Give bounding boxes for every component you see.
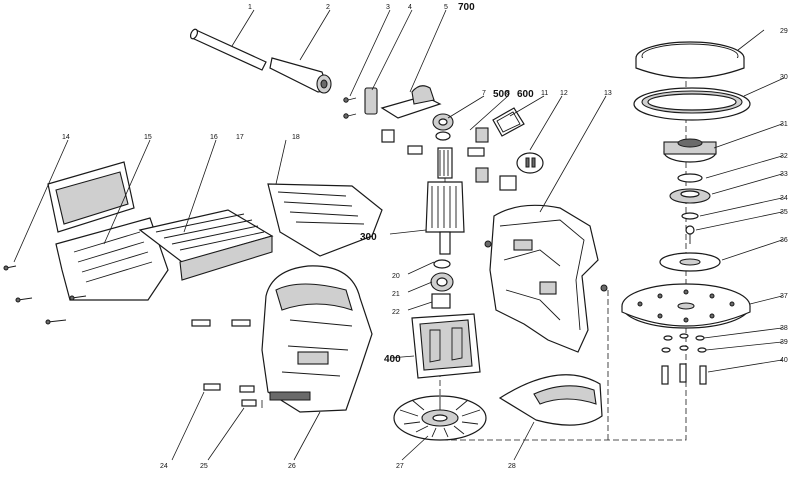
part-2-dust-tube: [269, 57, 332, 94]
label-22: 22: [392, 309, 400, 316]
label-400: 400: [384, 354, 401, 365]
label-24: 24: [160, 463, 168, 470]
label-32: 32: [780, 153, 788, 160]
part-16-dust-box: [55, 217, 169, 301]
part-32-washer: [677, 173, 703, 183]
label-26: 26: [288, 463, 296, 470]
label-29: 29: [780, 28, 788, 35]
label-18: 18: [292, 134, 300, 141]
part-30-skirt-ring: [633, 87, 751, 121]
label-28: 28: [508, 463, 516, 470]
part-36-plate: [659, 252, 721, 272]
part-31-eccentric: [663, 138, 717, 163]
label-37: 37: [780, 293, 788, 300]
label-16: 16: [210, 134, 218, 141]
part-17-filter: [138, 209, 274, 281]
part-3-screws: [343, 97, 357, 119]
assembly-axis-line: [439, 45, 687, 441]
part-13-screw: [600, 284, 608, 292]
label-35: 35: [780, 209, 788, 216]
label-300: 300: [360, 232, 377, 243]
part-500-brush-holder: [475, 127, 489, 183]
part-24-screw: [203, 383, 221, 391]
label-600: 600: [517, 89, 534, 100]
label-4: 4: [408, 4, 412, 11]
label-2: 2: [326, 4, 330, 11]
label-31: 31: [780, 121, 788, 128]
label-36: 36: [780, 237, 788, 244]
part-1-rod: [189, 28, 267, 71]
part-300-armature: [425, 147, 465, 255]
part-37-sanding-pad: [621, 283, 751, 329]
part-21-bearing: [430, 272, 454, 292]
label-39: 39: [780, 339, 788, 346]
part-400-stator: [411, 313, 481, 379]
label-20: 20: [392, 273, 400, 280]
label-17: 17: [236, 134, 244, 141]
part-18-filter-frame: [267, 183, 383, 257]
part-4-switch-cover: [364, 87, 378, 115]
part-13-housing-half: [489, 204, 599, 353]
label-700: 700: [458, 2, 475, 13]
part-25-screws: [239, 385, 257, 407]
label-500-visible: 500: [493, 89, 510, 100]
part-29-retaining-ring: [635, 41, 745, 79]
label-34: 34: [780, 195, 788, 202]
label-5: 5: [444, 4, 448, 11]
label-8: 8: [506, 90, 510, 97]
label-3: 3: [386, 4, 390, 11]
label-33: 33: [780, 171, 788, 178]
label-12: 12: [560, 90, 568, 97]
label-27: 27: [396, 463, 404, 470]
label-21: 21: [392, 291, 400, 298]
label-13: 13: [604, 90, 612, 97]
part-11-gasket: [492, 107, 525, 137]
leader-lines: [13, 9, 785, 461]
label-11: 11: [541, 90, 548, 97]
label-30: 30: [780, 74, 788, 81]
label-1: 1: [248, 4, 252, 11]
part-12-cap: [516, 152, 544, 174]
part-35-screw: [685, 225, 695, 244]
label-15: 15: [144, 134, 152, 141]
loose-screws: [15, 295, 251, 327]
part-600-carbon-brush: [381, 129, 485, 157]
part-26-main-housing: [261, 265, 373, 413]
label-7: 7: [482, 90, 486, 97]
part-28-cover: [498, 374, 603, 426]
part-5-switch-plate: [380, 85, 442, 119]
part-12-clip: [499, 175, 517, 191]
label-14: 14: [62, 134, 70, 141]
label-25: 25: [200, 463, 208, 470]
part-14-screw: [3, 265, 17, 271]
part-39-washers: [661, 345, 707, 353]
part-34-washer: [681, 212, 699, 220]
part-27-fan: [393, 395, 487, 441]
part-33-bearing: [669, 188, 711, 204]
part-40-screws: [661, 363, 707, 385]
part-20-washer: [433, 240, 492, 269]
part-22-sleeve: [431, 293, 451, 309]
part-38-washers: [663, 333, 705, 341]
label-40: 40: [780, 357, 788, 364]
label-38: 38: [780, 325, 788, 332]
part-15-dust-box-lid: [47, 161, 135, 233]
part-8-washer: [435, 131, 451, 141]
